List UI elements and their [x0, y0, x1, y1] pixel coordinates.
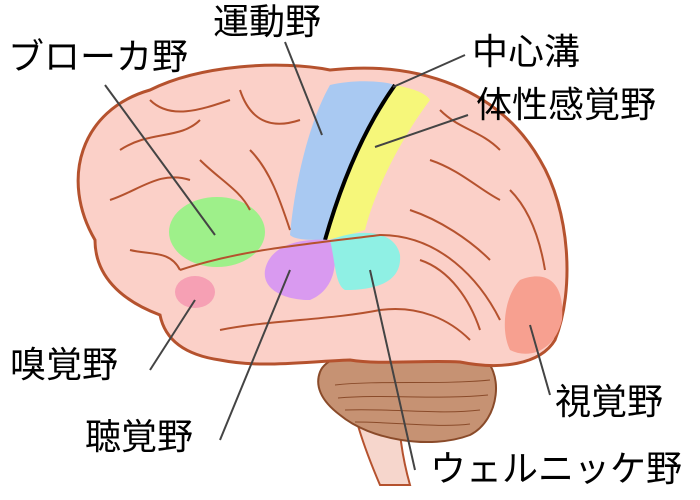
- label-auditory: 聴覚野: [85, 417, 194, 458]
- label-visual: 視覚野: [555, 382, 664, 423]
- auditory-area: [264, 239, 335, 300]
- cerebellum-folds: [334, 379, 491, 426]
- label-motor: 運動野: [213, 2, 322, 43]
- broca-area: [169, 197, 265, 267]
- label-central-sulcus: 中心溝: [472, 32, 581, 73]
- wernicke-area: [330, 232, 401, 290]
- label-olfactory: 嗅覚野: [10, 345, 119, 386]
- central-sulcus: [323, 83, 397, 241]
- label-wernicke: ウェルニッケ野: [430, 449, 683, 490]
- somatosensory-area: [325, 85, 430, 240]
- leader-lines: [104, 41, 551, 471]
- olfactory-area: [175, 276, 215, 308]
- label-broca: ブローカ野: [8, 37, 189, 78]
- label-somatosensory: 体性感覚野: [476, 85, 657, 126]
- visual-area: [504, 276, 563, 354]
